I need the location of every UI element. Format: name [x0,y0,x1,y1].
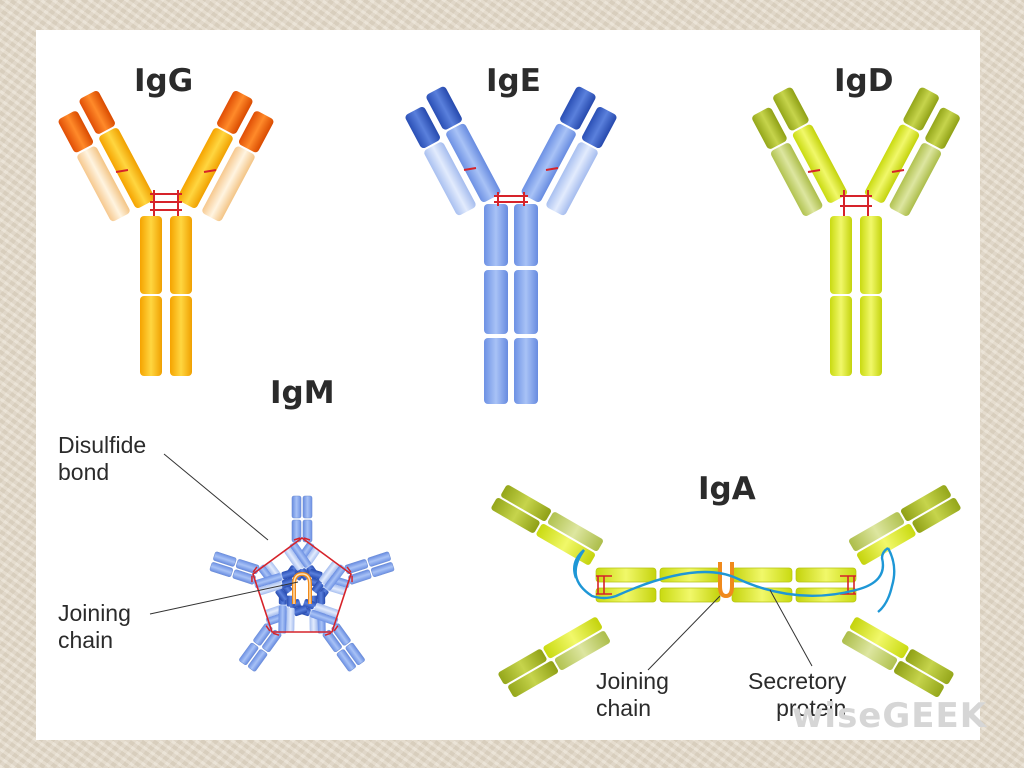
iga-joining-line1: Joining [596,668,669,694]
secretory-protein-annotation: Secretory protein [748,668,846,722]
secretory-line2: protein [776,695,847,721]
iga-joining-line2: chain [596,695,651,721]
iga-dimer [489,482,963,700]
iga-joining-chain-annotation: Joining chain [596,668,669,722]
igm-joining-line2: chain [58,627,113,653]
disulfide-line2: bond [58,459,110,485]
igm-joining-line1: Joining [58,600,131,626]
igm-joining-chain-annotation: Joining chain [58,600,131,654]
igg-antibody [58,90,274,376]
igg-label: IgG [134,63,194,99]
iga-label: IgA [698,471,756,507]
igm-pentamer [149,453,399,679]
igm-label: IgM [270,375,335,411]
diagram-panel: IgG IgE IgD IgM IgA Disulfide bond Joini… [36,30,986,740]
watermark: wiseGEEK [792,696,988,736]
disulfide-line1: Disulfide [58,432,147,458]
igd-label: IgD [834,63,894,99]
secretory-line1: Secretory [748,668,847,694]
antibody-illustrations [58,86,963,700]
ige-label: IgE [486,63,541,99]
disulfide-bond-annotation: Disulfide bond [58,432,146,486]
igd-antibody [752,87,960,376]
ige-antibody [405,86,617,404]
